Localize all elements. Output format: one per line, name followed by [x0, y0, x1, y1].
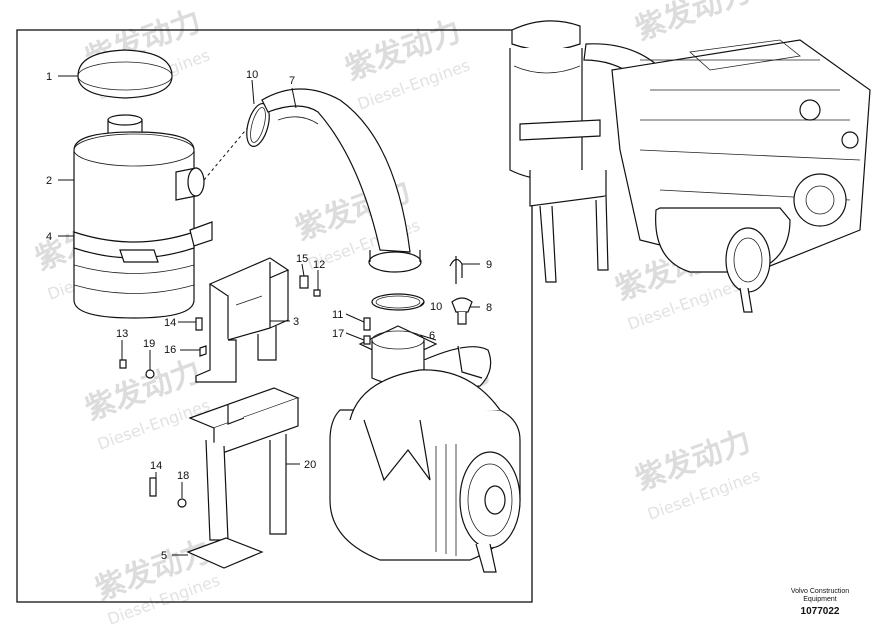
callouts: 1 2 4 10 7 15 12 14 3 13 19 16 11 10 17 … [46, 69, 492, 562]
callout-9: 9 [486, 259, 492, 271]
callout-1: 1 [46, 71, 52, 83]
air-cleaner-body [73, 114, 205, 319]
callout-3: 3 [293, 316, 299, 328]
callout-2: 2 [46, 175, 52, 187]
air-cleaner-cap [77, 49, 173, 99]
pipe-adapter [358, 325, 438, 385]
document-number: 1077022 [801, 606, 840, 617]
callout-15: 15 [296, 253, 308, 265]
callout-11: 11 [332, 309, 343, 321]
callout-7: 7 [289, 75, 295, 87]
callout-14: 14 [164, 317, 176, 329]
sensor-plug [451, 297, 473, 325]
callout-20: 20 [304, 459, 316, 471]
intake-hose [261, 88, 422, 273]
fastener-set [119, 275, 371, 508]
credit-line-2: Equipment [803, 596, 837, 603]
callout-10: 10 [430, 301, 442, 313]
callout-4: 4 [46, 231, 52, 243]
retaining-pin [449, 256, 463, 284]
callout-14: 14 [150, 460, 162, 472]
callout-13: 13 [116, 328, 128, 340]
credit-line-1: Volvo Construction [791, 588, 849, 595]
callout-12: 12 [313, 259, 325, 271]
mounting-band [73, 221, 213, 263]
hose-clamp-top [246, 102, 270, 148]
callout-8: 8 [486, 302, 492, 314]
callout-6: 6 [429, 330, 435, 342]
callout-17: 17 [332, 328, 344, 340]
engine-assembly-view [509, 20, 871, 313]
leader-lines [58, 75, 480, 556]
base-plate [186, 537, 264, 569]
pre-cleaner-assembly [329, 345, 521, 573]
hose-clamp-lower [371, 293, 425, 311]
callout-19: 19 [143, 338, 155, 350]
watermark-brand: 紫发动力 [631, 0, 756, 48]
callout-16: 16 [164, 344, 176, 356]
support-bracket-lower [188, 387, 300, 541]
callout-5: 5 [161, 550, 167, 562]
callout-10: 10 [246, 69, 258, 81]
diagram-frame [16, 29, 533, 603]
callout-18: 18 [177, 470, 189, 482]
connection-line [203, 124, 251, 181]
support-bracket-upper [195, 257, 290, 383]
